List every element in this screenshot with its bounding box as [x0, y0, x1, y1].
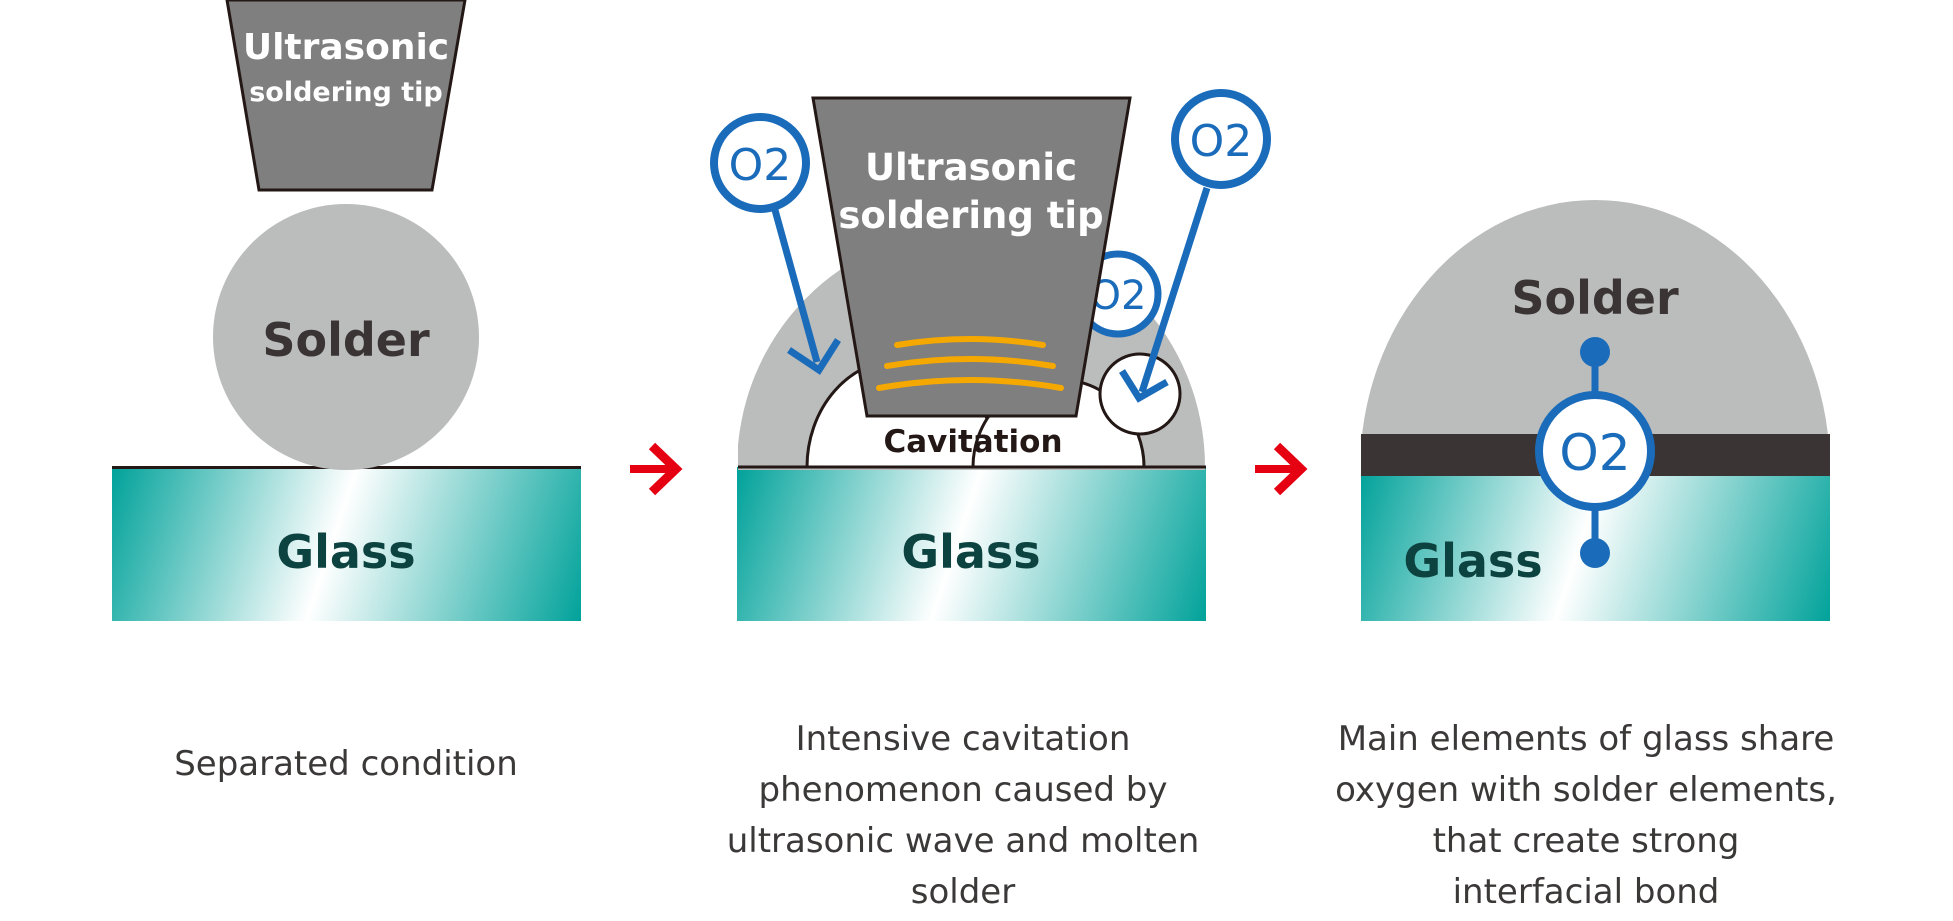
panel-cavitation: Glass O2 Ultrasonic soldering tip Cavita… — [710, 89, 1271, 621]
glass-block — [737, 467, 1206, 621]
glass-block — [112, 466, 581, 621]
caption-cavitation: Intensive cavitation phenomenon caused b… — [726, 719, 1200, 912]
soldering-tip — [225, 0, 467, 192]
cavitation-label: Cavitation — [883, 424, 1062, 460]
tip-label-line2: soldering tip — [249, 77, 443, 108]
svg-text:O2: O2 — [729, 140, 792, 191]
panel-interfacial-bond: Solder Glass O2 — [1361, 200, 1830, 621]
tip-label-line2: soldering tip — [838, 194, 1103, 237]
solder-label: Solder — [1511, 271, 1679, 325]
soldering-tip — [811, 96, 1132, 418]
solder-ball — [213, 204, 479, 470]
red-arrow-icon — [630, 442, 683, 496]
svg-text:O2: O2 — [1559, 424, 1630, 482]
glass-label: Glass — [276, 525, 415, 579]
solder-dome — [1361, 200, 1830, 470]
glass-label: Glass — [1403, 534, 1542, 588]
oxygen-molecule-icon: O2 — [1119, 89, 1271, 403]
caption-separated: Separated condition — [174, 744, 518, 784]
caption-interfacial-bond: Main elements of glass share oxygen with… — [1335, 719, 1837, 912]
solder-label: Solder — [262, 313, 430, 367]
glass-label: Glass — [901, 525, 1040, 579]
svg-text:O2: O2 — [1190, 116, 1253, 167]
oxygen-molecule-icon: O2 — [710, 113, 841, 375]
red-arrow-icon — [1255, 442, 1308, 496]
ultrasonic-wave-icon — [876, 336, 1064, 391]
oxygen-molecule-icon: O2 — [1535, 337, 1655, 568]
tip-label-line1: Ultrasonic — [865, 146, 1077, 189]
tip-label-line1: Ultrasonic — [243, 27, 449, 68]
panel-separated: Glass Solder Ultrasonic soldering tip — [112, 0, 581, 621]
